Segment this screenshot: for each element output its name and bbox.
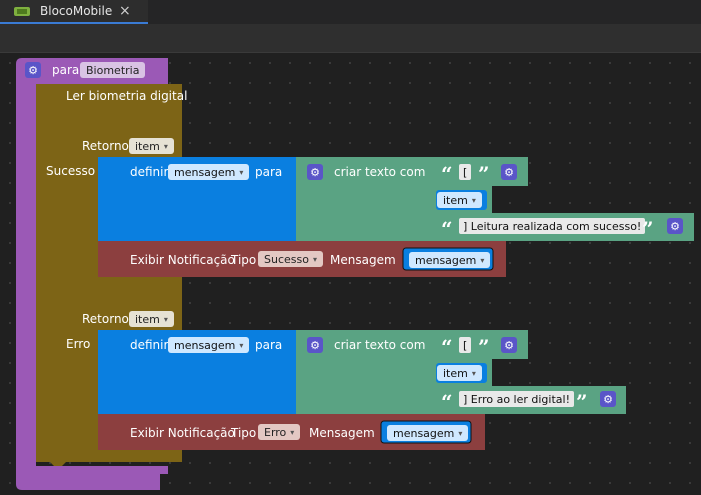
tab-blocomobile[interactable]: BlocoMobile ×: [0, 0, 148, 24]
error-define-label: definir: [130, 338, 169, 352]
error-item-getter-value: item: [443, 366, 468, 380]
success-para-label: para: [255, 165, 283, 179]
quote-close-icon: ”: [576, 390, 588, 414]
tab-label: BlocoMobile: [40, 4, 113, 18]
error-para-label: para: [255, 338, 283, 352]
toolbar: [0, 24, 701, 53]
error-create-text-label: criar texto com: [334, 338, 426, 352]
success-item-getter[interactable]: item▾: [437, 192, 482, 208]
success-retorno-label: Retorno: [82, 139, 129, 153]
chevron-down-icon: ▾: [163, 141, 168, 151]
biometric-block-title: Ler biometria digital: [66, 89, 188, 103]
error-text2-field[interactable]: ] Erro ao ler digital!: [459, 391, 574, 407]
error-var-dropdown[interactable]: mensagem▾: [168, 337, 250, 353]
app-icon: [14, 6, 30, 16]
chevron-down-icon: ▾: [471, 195, 476, 205]
quote-open-icon: “: [441, 390, 453, 414]
quote-close-icon: ”: [478, 335, 490, 359]
error-text-gear-icon[interactable]: ⚙: [307, 337, 323, 353]
quote-close-icon: ”: [642, 217, 654, 241]
success-text1-gear-icon[interactable]: ⚙: [501, 164, 517, 180]
success-var-value: mensagem: [174, 165, 236, 179]
error-item-dropdown[interactable]: item▾: [129, 311, 174, 327]
error-item-value: item: [135, 312, 160, 326]
chevron-down-icon: ▾: [312, 254, 317, 264]
chevron-down-icon: ▾: [471, 368, 476, 378]
error-text1-field[interactable]: [: [459, 337, 472, 353]
quote-open-icon: “: [441, 335, 453, 359]
close-icon[interactable]: ×: [119, 3, 131, 19]
chevron-down-icon: ▾: [290, 427, 295, 437]
success-message-var-value: mensagem: [415, 253, 477, 267]
error-message-var-value: mensagem: [393, 426, 455, 440]
error-text1-gear-icon[interactable]: ⚙: [501, 337, 517, 353]
procedure-keyword: para: [52, 63, 80, 77]
chevron-down-icon: ▾: [480, 255, 485, 265]
success-create-text-label: criar texto com: [334, 165, 426, 179]
success-item-value: item: [135, 139, 160, 153]
error-message-var-dropdown[interactable]: mensagem▾: [387, 425, 469, 441]
error-item-getter[interactable]: item▾: [437, 365, 482, 381]
success-item-getter-value: item: [443, 193, 468, 207]
procedure-gear-icon[interactable]: ⚙: [25, 62, 41, 78]
quote-close-icon: ”: [478, 162, 490, 186]
success-text2-field[interactable]: ] Leitura realizada com sucesso!: [459, 218, 646, 234]
error-type-label: Tipo: [231, 426, 257, 440]
error-retorno-label: Retorno: [82, 312, 129, 326]
success-label: Sucesso: [46, 164, 96, 178]
chevron-down-icon: ▾: [239, 340, 244, 350]
error-type-value: Erro: [264, 425, 287, 439]
success-text1-field[interactable]: [: [459, 164, 472, 180]
error-text2-gear-icon[interactable]: ⚙: [600, 391, 616, 407]
success-type-label: Tipo: [231, 253, 257, 267]
procedure-name-field[interactable]: Biometria: [80, 62, 146, 78]
quote-open-icon: “: [441, 217, 453, 241]
quote-open-icon: “: [441, 162, 453, 186]
success-message-var-dropdown[interactable]: mensagem▾: [409, 252, 491, 268]
error-label: Erro: [66, 337, 91, 351]
success-type-value: Sucesso: [264, 252, 309, 266]
chevron-down-icon: ▾: [239, 167, 244, 177]
tab-bar: BlocoMobile ×: [0, 0, 701, 24]
success-type-dropdown[interactable]: Sucesso▾: [258, 251, 323, 267]
success-text2-gear-icon[interactable]: ⚙: [667, 218, 683, 234]
success-notify-label: Exibir Notificação: [130, 253, 235, 267]
error-notify-label: Exibir Notificação: [130, 426, 235, 440]
success-var-dropdown[interactable]: mensagem▾: [168, 164, 250, 180]
error-type-dropdown[interactable]: Erro▾: [258, 424, 301, 440]
success-item-dropdown[interactable]: item▾: [129, 138, 174, 154]
chevron-down-icon: ▾: [458, 428, 463, 438]
error-message-label: Mensagem: [309, 426, 375, 440]
chevron-down-icon: ▾: [163, 314, 168, 324]
success-define-label: definir: [130, 165, 169, 179]
error-var-value: mensagem: [174, 338, 236, 352]
success-text-gear-icon[interactable]: ⚙: [307, 164, 323, 180]
success-message-label: Mensagem: [330, 253, 396, 267]
